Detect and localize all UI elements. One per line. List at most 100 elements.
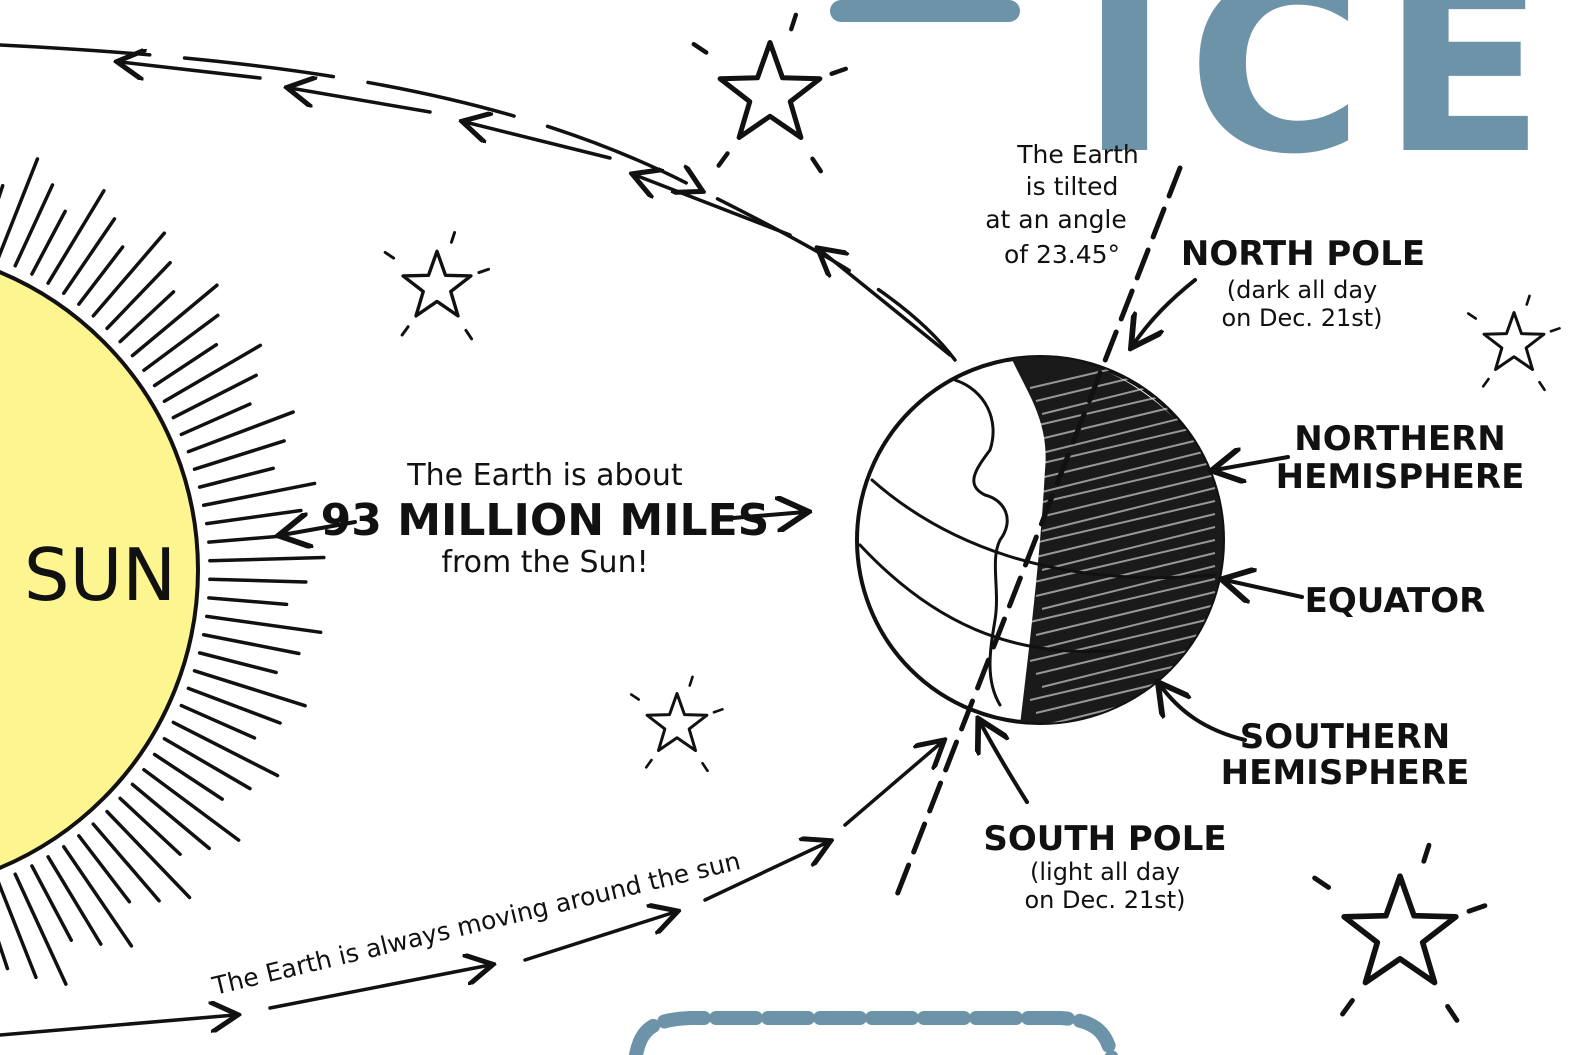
distance-line3: from the Sun! bbox=[441, 545, 648, 580]
sun-ray bbox=[130, 283, 219, 358]
earth bbox=[855, 355, 1225, 725]
equator-label: EQUATOR bbox=[1225, 580, 1485, 621]
sun-ray bbox=[197, 651, 278, 675]
sun-ray bbox=[186, 410, 295, 454]
south-pole-label: SOUTH POLE (light all day on Dec. 21st) bbox=[980, 722, 1227, 914]
distance-arrow-left bbox=[282, 522, 357, 535]
tilt-line4: of 23.45° bbox=[1004, 240, 1120, 269]
sun-ray bbox=[0, 183, 5, 200]
tilt-note: The Earth is tilted at an angle of 23.45… bbox=[985, 140, 1139, 269]
sun-ray bbox=[91, 822, 161, 903]
sun-ray bbox=[205, 508, 303, 526]
south-pole-title: SOUTH POLE bbox=[983, 819, 1226, 859]
sun-ray bbox=[30, 209, 67, 276]
sun-ray bbox=[208, 555, 326, 563]
sun-disc bbox=[0, 270, 200, 870]
equator-arrow bbox=[1225, 580, 1304, 597]
sun-ray bbox=[62, 217, 117, 295]
northern-hemisphere-line2: HEMISPHERE bbox=[1276, 457, 1525, 497]
sun-ray bbox=[91, 231, 167, 318]
sun-ray bbox=[118, 290, 176, 344]
star-icon bbox=[1466, 294, 1561, 392]
title-fragment-top-bar bbox=[830, 0, 1020, 22]
sun-ray bbox=[207, 533, 288, 544]
tilt-line3: at an angle bbox=[985, 205, 1127, 234]
star-icon bbox=[629, 675, 724, 773]
sun-ray bbox=[0, 940, 10, 971]
north-pole-label: NORTH POLE (dark all day on Dec. 21st) bbox=[1133, 234, 1425, 345]
earth-continent-outline bbox=[953, 378, 1009, 707]
sun-ray bbox=[46, 855, 103, 946]
equator-title: EQUATOR bbox=[1305, 581, 1486, 621]
sun-ray bbox=[207, 596, 289, 607]
sun-ray bbox=[30, 864, 74, 942]
sun-rays bbox=[0, 157, 326, 986]
distance-arrow-right bbox=[731, 512, 805, 518]
south-pole-sub1: (light all day bbox=[1030, 858, 1180, 886]
sun-ray bbox=[105, 261, 172, 331]
sun-ray bbox=[142, 768, 241, 842]
distance-line2: 93 MILLION MILES bbox=[321, 495, 770, 546]
sun-ray bbox=[208, 577, 308, 584]
sun-ray bbox=[179, 703, 257, 740]
north-pole-arrow bbox=[1133, 278, 1197, 345]
star-icon bbox=[691, 12, 848, 174]
earth-axis bbox=[892, 165, 1183, 903]
south-pole-arrow bbox=[980, 722, 1029, 804]
tilt-line1: The Earth bbox=[1016, 140, 1138, 169]
sun-ray bbox=[171, 373, 258, 420]
sun-ray bbox=[77, 834, 132, 904]
sun-ray bbox=[77, 245, 125, 306]
sun-ray bbox=[152, 752, 224, 801]
tilt-line2: is tilted bbox=[1026, 172, 1119, 201]
sun-ray bbox=[13, 183, 55, 268]
southern-hemisphere-line1: SOUTHERN bbox=[1240, 717, 1451, 757]
south-pole-sub2: on Dec. 21st) bbox=[1024, 886, 1185, 914]
sun-ray bbox=[62, 845, 134, 948]
distance-line1: The Earth is about bbox=[406, 458, 683, 493]
orbit-upper bbox=[0, 43, 957, 362]
sun-ray bbox=[152, 342, 219, 388]
southern-hemisphere-arrow bbox=[1160, 685, 1247, 742]
sun-ray bbox=[179, 402, 252, 437]
sun-ray bbox=[13, 872, 68, 986]
sun-ray bbox=[201, 481, 317, 508]
sun-ray bbox=[186, 686, 282, 725]
northern-hemisphere-line1: NORTHERN bbox=[1294, 419, 1506, 459]
orbit-caption: The Earth is always moving around the su… bbox=[209, 846, 744, 1001]
north-pole-sub2: on Dec. 21st) bbox=[1221, 304, 1382, 332]
star-icon bbox=[383, 231, 491, 341]
distance-callout: The Earth is about 93 MILLION MILES from… bbox=[282, 458, 805, 580]
earth-night-side bbox=[1010, 357, 1223, 723]
title-fragment: ICE bbox=[1080, 0, 1563, 207]
sun-ray bbox=[118, 796, 182, 856]
sun-ray bbox=[192, 439, 286, 471]
star-icon bbox=[1312, 842, 1488, 1023]
sun-ray bbox=[105, 809, 192, 900]
orbit-lower bbox=[0, 742, 942, 1037]
sun-label: SUN bbox=[24, 533, 176, 617]
northern-hemisphere-arrow bbox=[1215, 457, 1290, 470]
sun-ray bbox=[0, 157, 40, 259]
sun-ray bbox=[197, 466, 275, 489]
southern-hemisphere-label: SOUTHERN HEMISPHERE bbox=[1160, 685, 1469, 793]
sun-ray bbox=[142, 313, 220, 372]
sun: SUN bbox=[0, 157, 326, 986]
sun-ray bbox=[162, 343, 263, 404]
sun-ray bbox=[0, 881, 38, 980]
sun-ray bbox=[201, 632, 301, 656]
sun-ray bbox=[130, 782, 212, 851]
northern-hemisphere-label: NORTHERN HEMISPHERE bbox=[1215, 419, 1524, 497]
north-pole-title: NORTH POLE bbox=[1181, 234, 1425, 274]
north-pole-sub1: (dark all day bbox=[1227, 276, 1378, 304]
tropic-line bbox=[858, 543, 1122, 654]
southern-hemisphere-line2: HEMISPHERE bbox=[1221, 753, 1470, 793]
sun-ray bbox=[192, 669, 307, 708]
equator-line bbox=[870, 478, 1217, 580]
bottom-dashed-frame bbox=[628, 1011, 1119, 1055]
sun-ray bbox=[162, 736, 252, 791]
sun-ray bbox=[171, 720, 280, 778]
sun-ray bbox=[46, 188, 106, 285]
sun-ray bbox=[205, 614, 323, 635]
